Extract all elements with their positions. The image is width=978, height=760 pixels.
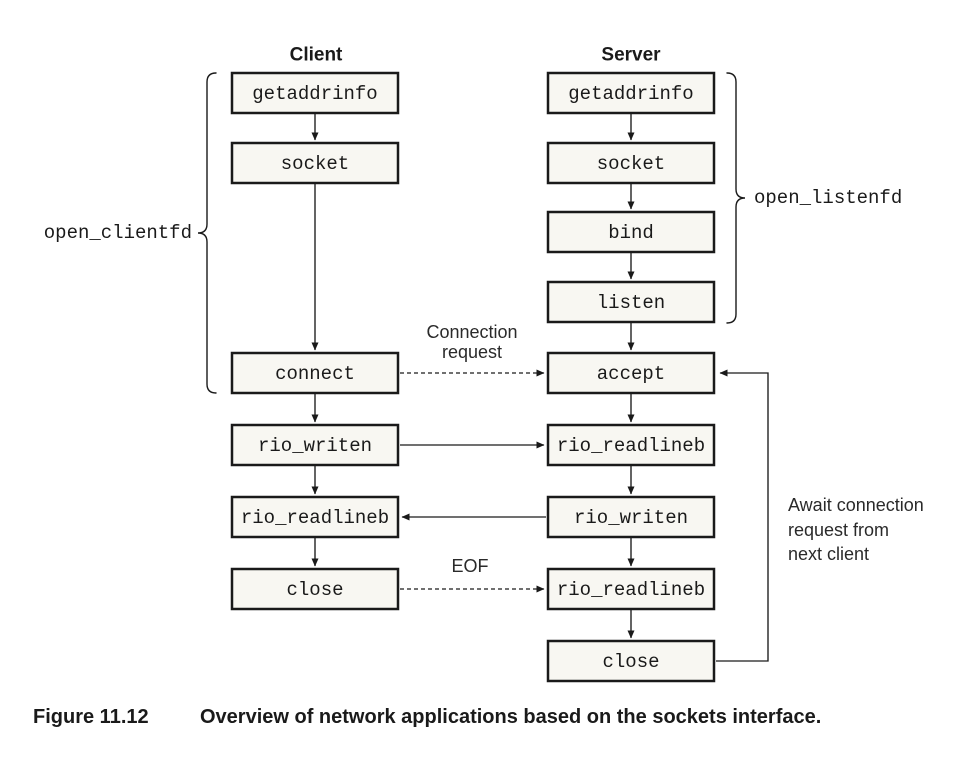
open-clientfd-brace — [197, 72, 217, 394]
eof-label: EOF — [451, 556, 488, 576]
node-client-socket: socket — [230, 141, 400, 185]
server-column-header: Server — [601, 45, 661, 66]
node-client-rio-writen: rio_writen — [230, 423, 400, 467]
node-client-rio-readlineb: rio_readlineb — [230, 495, 400, 539]
figure-caption: Overview of network applications based o… — [200, 706, 821, 728]
node-label: listen — [597, 292, 665, 314]
await-label-line3: next client — [788, 544, 869, 564]
node-label: socket — [597, 153, 665, 175]
await-label-line1: Await connection — [788, 495, 924, 515]
figure-number: Figure 11.12 — [33, 706, 149, 728]
node-client-getaddrinfo: getaddrinfo — [230, 71, 400, 115]
open-clientfd-label: open_clientfd — [44, 222, 192, 244]
node-label: close — [286, 579, 343, 601]
node-label: bind — [608, 222, 654, 244]
node-server-bind: bind — [546, 210, 716, 254]
connection-request-label-line1: Connection — [426, 322, 517, 342]
node-server-socket: socket — [546, 141, 716, 185]
await-label-line2: request from — [788, 520, 889, 540]
node-server-getaddrinfo: getaddrinfo — [546, 71, 716, 115]
node-label: rio_readlineb — [241, 507, 389, 529]
node-label: rio_readlineb — [557, 579, 705, 601]
node-label: rio_writen — [574, 507, 688, 529]
node-server-rio-readlineb-1: rio_readlineb — [546, 423, 716, 467]
node-label: socket — [281, 153, 349, 175]
node-label: accept — [597, 363, 665, 385]
node-client-close: close — [230, 567, 400, 611]
client-column-header: Client — [290, 45, 343, 66]
node-label: close — [602, 651, 659, 673]
node-server-rio-writen: rio_writen — [546, 495, 716, 539]
node-label: rio_writen — [258, 435, 372, 457]
node-server-listen: listen — [546, 280, 716, 324]
node-server-rio-readlineb-2: rio_readlineb — [546, 567, 716, 611]
node-label: getaddrinfo — [252, 83, 377, 105]
open-listenfd-brace — [726, 72, 746, 324]
node-label: connect — [275, 363, 355, 385]
node-client-connect: connect — [230, 351, 400, 395]
node-server-accept: accept — [546, 351, 716, 395]
node-label: rio_readlineb — [557, 435, 705, 457]
node-label: getaddrinfo — [568, 83, 693, 105]
arrow-loop-close-to-accept — [716, 369, 769, 662]
connection-request-label-line2: request — [442, 342, 502, 362]
node-server-close: close — [546, 639, 716, 683]
open-listenfd-label: open_listenfd — [754, 187, 902, 209]
